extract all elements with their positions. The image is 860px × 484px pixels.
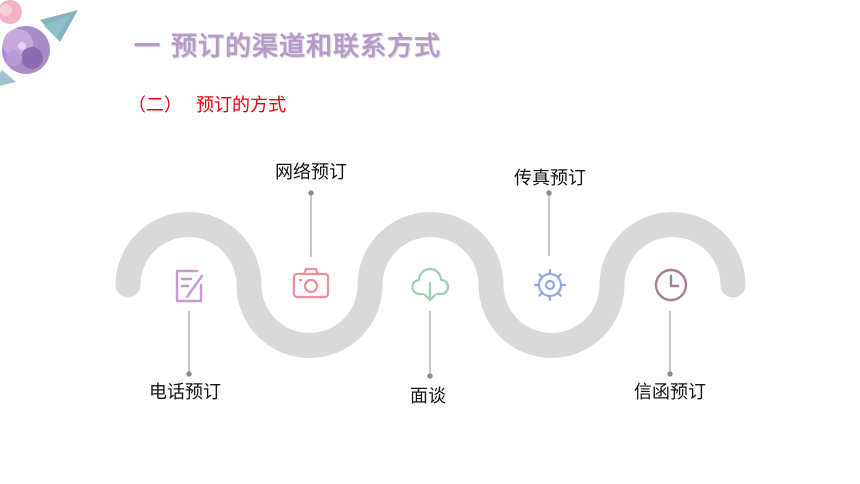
gear-icon — [533, 268, 567, 302]
section-heading: 预订的方式 — [196, 95, 286, 116]
clock-icon — [654, 268, 688, 302]
page-title: 一 预订的渠道和联系方式 — [134, 32, 442, 62]
section-number: （二） — [128, 95, 182, 116]
method-label-fax: 传真预订 — [514, 168, 586, 189]
edit-icon — [175, 269, 204, 303]
method-label-phone: 电话预订 — [149, 382, 221, 403]
method-label-online: 网络预订 — [275, 162, 347, 183]
method-label-interview: 面谈 — [410, 386, 446, 407]
method-label-letter: 信函预订 — [634, 382, 706, 403]
camera-icon — [292, 267, 330, 299]
cloud-download-icon — [411, 267, 450, 302]
flower-decoration — [0, 0, 78, 86]
wave-band — [115, 212, 746, 358]
section-subtitle: （二） 预订的方式 — [128, 91, 286, 117]
